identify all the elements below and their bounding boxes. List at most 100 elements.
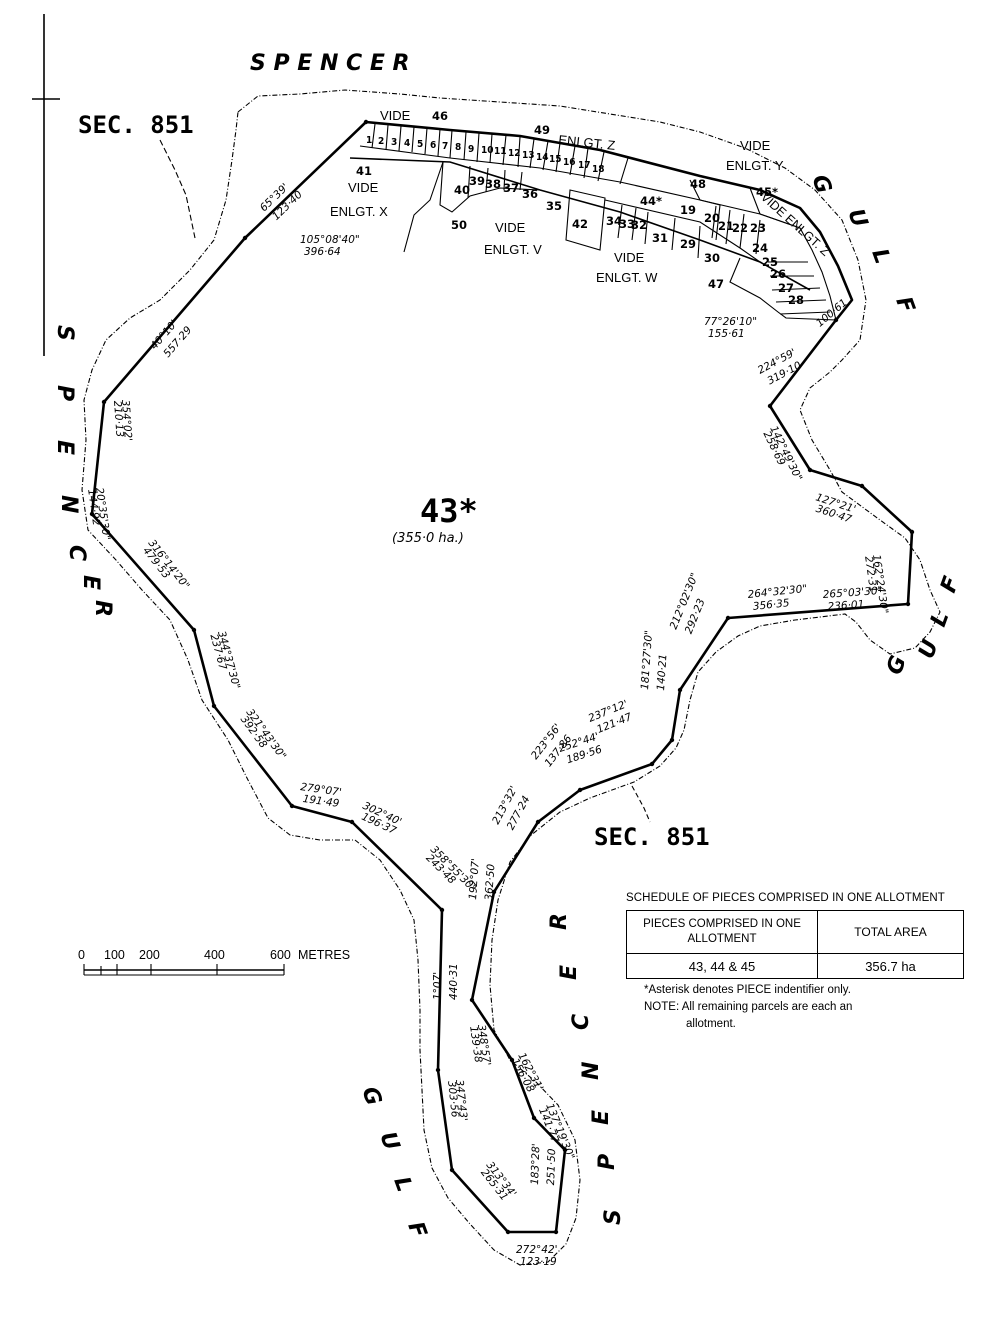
dimension-distance: 236·01 bbox=[827, 598, 864, 613]
lot-number: 25 bbox=[762, 255, 778, 269]
dimension-bearing: 272°42' bbox=[516, 1244, 558, 1256]
lot-number: 45* bbox=[756, 185, 778, 199]
enlgt-x-line2: ENLGT. X bbox=[330, 204, 388, 219]
dimension-distance: 396·64 bbox=[304, 246, 341, 258]
main-piece-area: (355·0 ha.) bbox=[392, 531, 464, 546]
enlgt-y-line2: ENLGT. Y bbox=[726, 158, 784, 173]
allotment-boundary bbox=[90, 120, 914, 1234]
dimension-bearing: 183°28' bbox=[529, 1143, 542, 1185]
scale-tick-200: 200 bbox=[139, 948, 160, 962]
lot-number: 1 bbox=[366, 135, 372, 146]
boundary-vertices bbox=[89, 119, 915, 1235]
enlgt-w-line1: VIDE bbox=[614, 250, 645, 265]
main-piece-number: 43* bbox=[420, 492, 478, 530]
lot-number: 36 bbox=[522, 187, 538, 201]
lot-number: 11 bbox=[494, 146, 507, 157]
lot-number: 10 bbox=[481, 145, 494, 156]
schedule-table: PIECES COMPRISED IN ONE ALLOTMENT TOTAL … bbox=[626, 910, 964, 979]
dimension-distance: 191·49 bbox=[302, 793, 340, 810]
scale-bar: 0 100 200 400 600 METRES bbox=[78, 948, 350, 976]
lot-number: 26 bbox=[770, 267, 786, 281]
enlgt-y-line1: VIDE bbox=[740, 138, 771, 153]
schedule-header-pieces: PIECES COMPRISED IN ONE ALLOTMENT bbox=[626, 910, 818, 954]
lot-number: 23 bbox=[750, 221, 766, 235]
scale-unit: METRES bbox=[298, 948, 350, 962]
note-remaining: NOTE: All remaining parcels are each an bbox=[644, 1001, 853, 1013]
lot-number: 7 bbox=[442, 141, 448, 152]
lot-number: 15 bbox=[549, 154, 562, 165]
lot-number: 5 bbox=[417, 139, 423, 150]
lot-number: 8 bbox=[455, 142, 461, 153]
grid-cross-mark bbox=[32, 14, 60, 356]
lot-number: 35 bbox=[546, 199, 562, 213]
dimension-distance: 139·38 bbox=[467, 1025, 484, 1063]
spencer-left-letter: N bbox=[56, 495, 81, 513]
coastline bbox=[81, 89, 941, 1266]
boundary-dimensions: 65°39'123·40105°08'40"396·6440°10'557·29… bbox=[85, 181, 890, 1268]
spencer-bottom-letter: E bbox=[589, 1110, 614, 1125]
lot-number: 44* bbox=[640, 194, 662, 208]
enlgt-z-right-label: VIDE ENLGT. Z bbox=[758, 190, 833, 259]
lot-number: 2 bbox=[378, 136, 384, 147]
schedule-notes: *Asterisk denotes PIECE indentifier only… bbox=[626, 982, 966, 1033]
lot-number: 17 bbox=[578, 160, 591, 171]
lot-number: 18 bbox=[592, 164, 605, 175]
note-asterisk: *Asterisk denotes PIECE indentifier only… bbox=[644, 984, 851, 996]
schedule-header-area: TOTAL AREA bbox=[817, 910, 964, 954]
gulf-right-top-letter: F bbox=[890, 294, 919, 317]
lot-number: 30 bbox=[704, 251, 720, 265]
lot-number: 6 bbox=[430, 140, 436, 151]
lot-number: 24 bbox=[752, 241, 768, 255]
lot-number: 12 bbox=[508, 148, 521, 159]
lot-number: 42 bbox=[572, 217, 588, 231]
dimension-distance: 272·31 bbox=[862, 555, 879, 593]
lot-number: 28 bbox=[788, 293, 804, 307]
enlgt-v-line1: VIDE bbox=[495, 220, 526, 235]
dimension-bearing: 348°57' bbox=[475, 1024, 493, 1067]
sea-label-spencer-top: S P E N C E R bbox=[250, 51, 409, 76]
gulf-right-mid-letter: U bbox=[914, 637, 944, 662]
lot-number: 31 bbox=[652, 231, 668, 245]
lot-number: 40 bbox=[454, 183, 470, 197]
lot-number: 32 bbox=[631, 218, 647, 232]
spencer-left-letter: S bbox=[52, 325, 77, 341]
dimension-bearing: 354°02' bbox=[119, 399, 134, 441]
dimension-bearing: 77°26'10" bbox=[704, 316, 757, 328]
lot-number: 39 bbox=[469, 174, 485, 188]
spencer-left-letter: E bbox=[78, 575, 103, 590]
sec-leader-top bbox=[159, 139, 196, 239]
dimension-distance: 210·13 bbox=[111, 400, 126, 437]
dimension-distance: 303·56 bbox=[445, 1080, 461, 1118]
lot-number: 22 bbox=[732, 221, 748, 235]
spencer-bottom-letter: R bbox=[547, 913, 572, 930]
enlgt-v-line2: ENLGT. V bbox=[484, 242, 542, 257]
dimension-bearing: 1°07' bbox=[432, 972, 444, 1000]
enlgt-z-top-label: ENLGT. Z bbox=[558, 132, 616, 153]
gulf-right-mid-letter: G bbox=[882, 653, 912, 679]
lot-number: 46 bbox=[432, 109, 448, 123]
scale-tick-400: 400 bbox=[204, 948, 225, 962]
lot-number: 21 bbox=[718, 219, 734, 233]
lot-number: 16 bbox=[563, 157, 576, 168]
dimension-distance: 356·35 bbox=[752, 597, 790, 613]
dimension-distance: 144·92 bbox=[85, 488, 102, 526]
spencer-bottom-letter: E bbox=[557, 965, 582, 980]
lot-number: 20 bbox=[704, 211, 720, 225]
lot-number: 34 bbox=[606, 214, 622, 228]
dimension-distance: 251·50 bbox=[545, 1148, 558, 1185]
gulf-bottom-letter: L bbox=[388, 1174, 416, 1196]
lot-number: 47 bbox=[708, 277, 724, 291]
spencer-bottom-letter: S bbox=[601, 1209, 626, 1225]
lot-number: 29 bbox=[680, 237, 696, 251]
vide-top-label: VIDE bbox=[380, 108, 411, 123]
schedule-of-pieces: SCHEDULE OF PIECES COMPRISED IN ONE ALLO… bbox=[626, 892, 966, 1033]
gulf-bottom-letter: F bbox=[402, 1219, 431, 1242]
scale-tick-600: 600 bbox=[270, 948, 291, 962]
lot-number: 33 bbox=[619, 217, 635, 231]
